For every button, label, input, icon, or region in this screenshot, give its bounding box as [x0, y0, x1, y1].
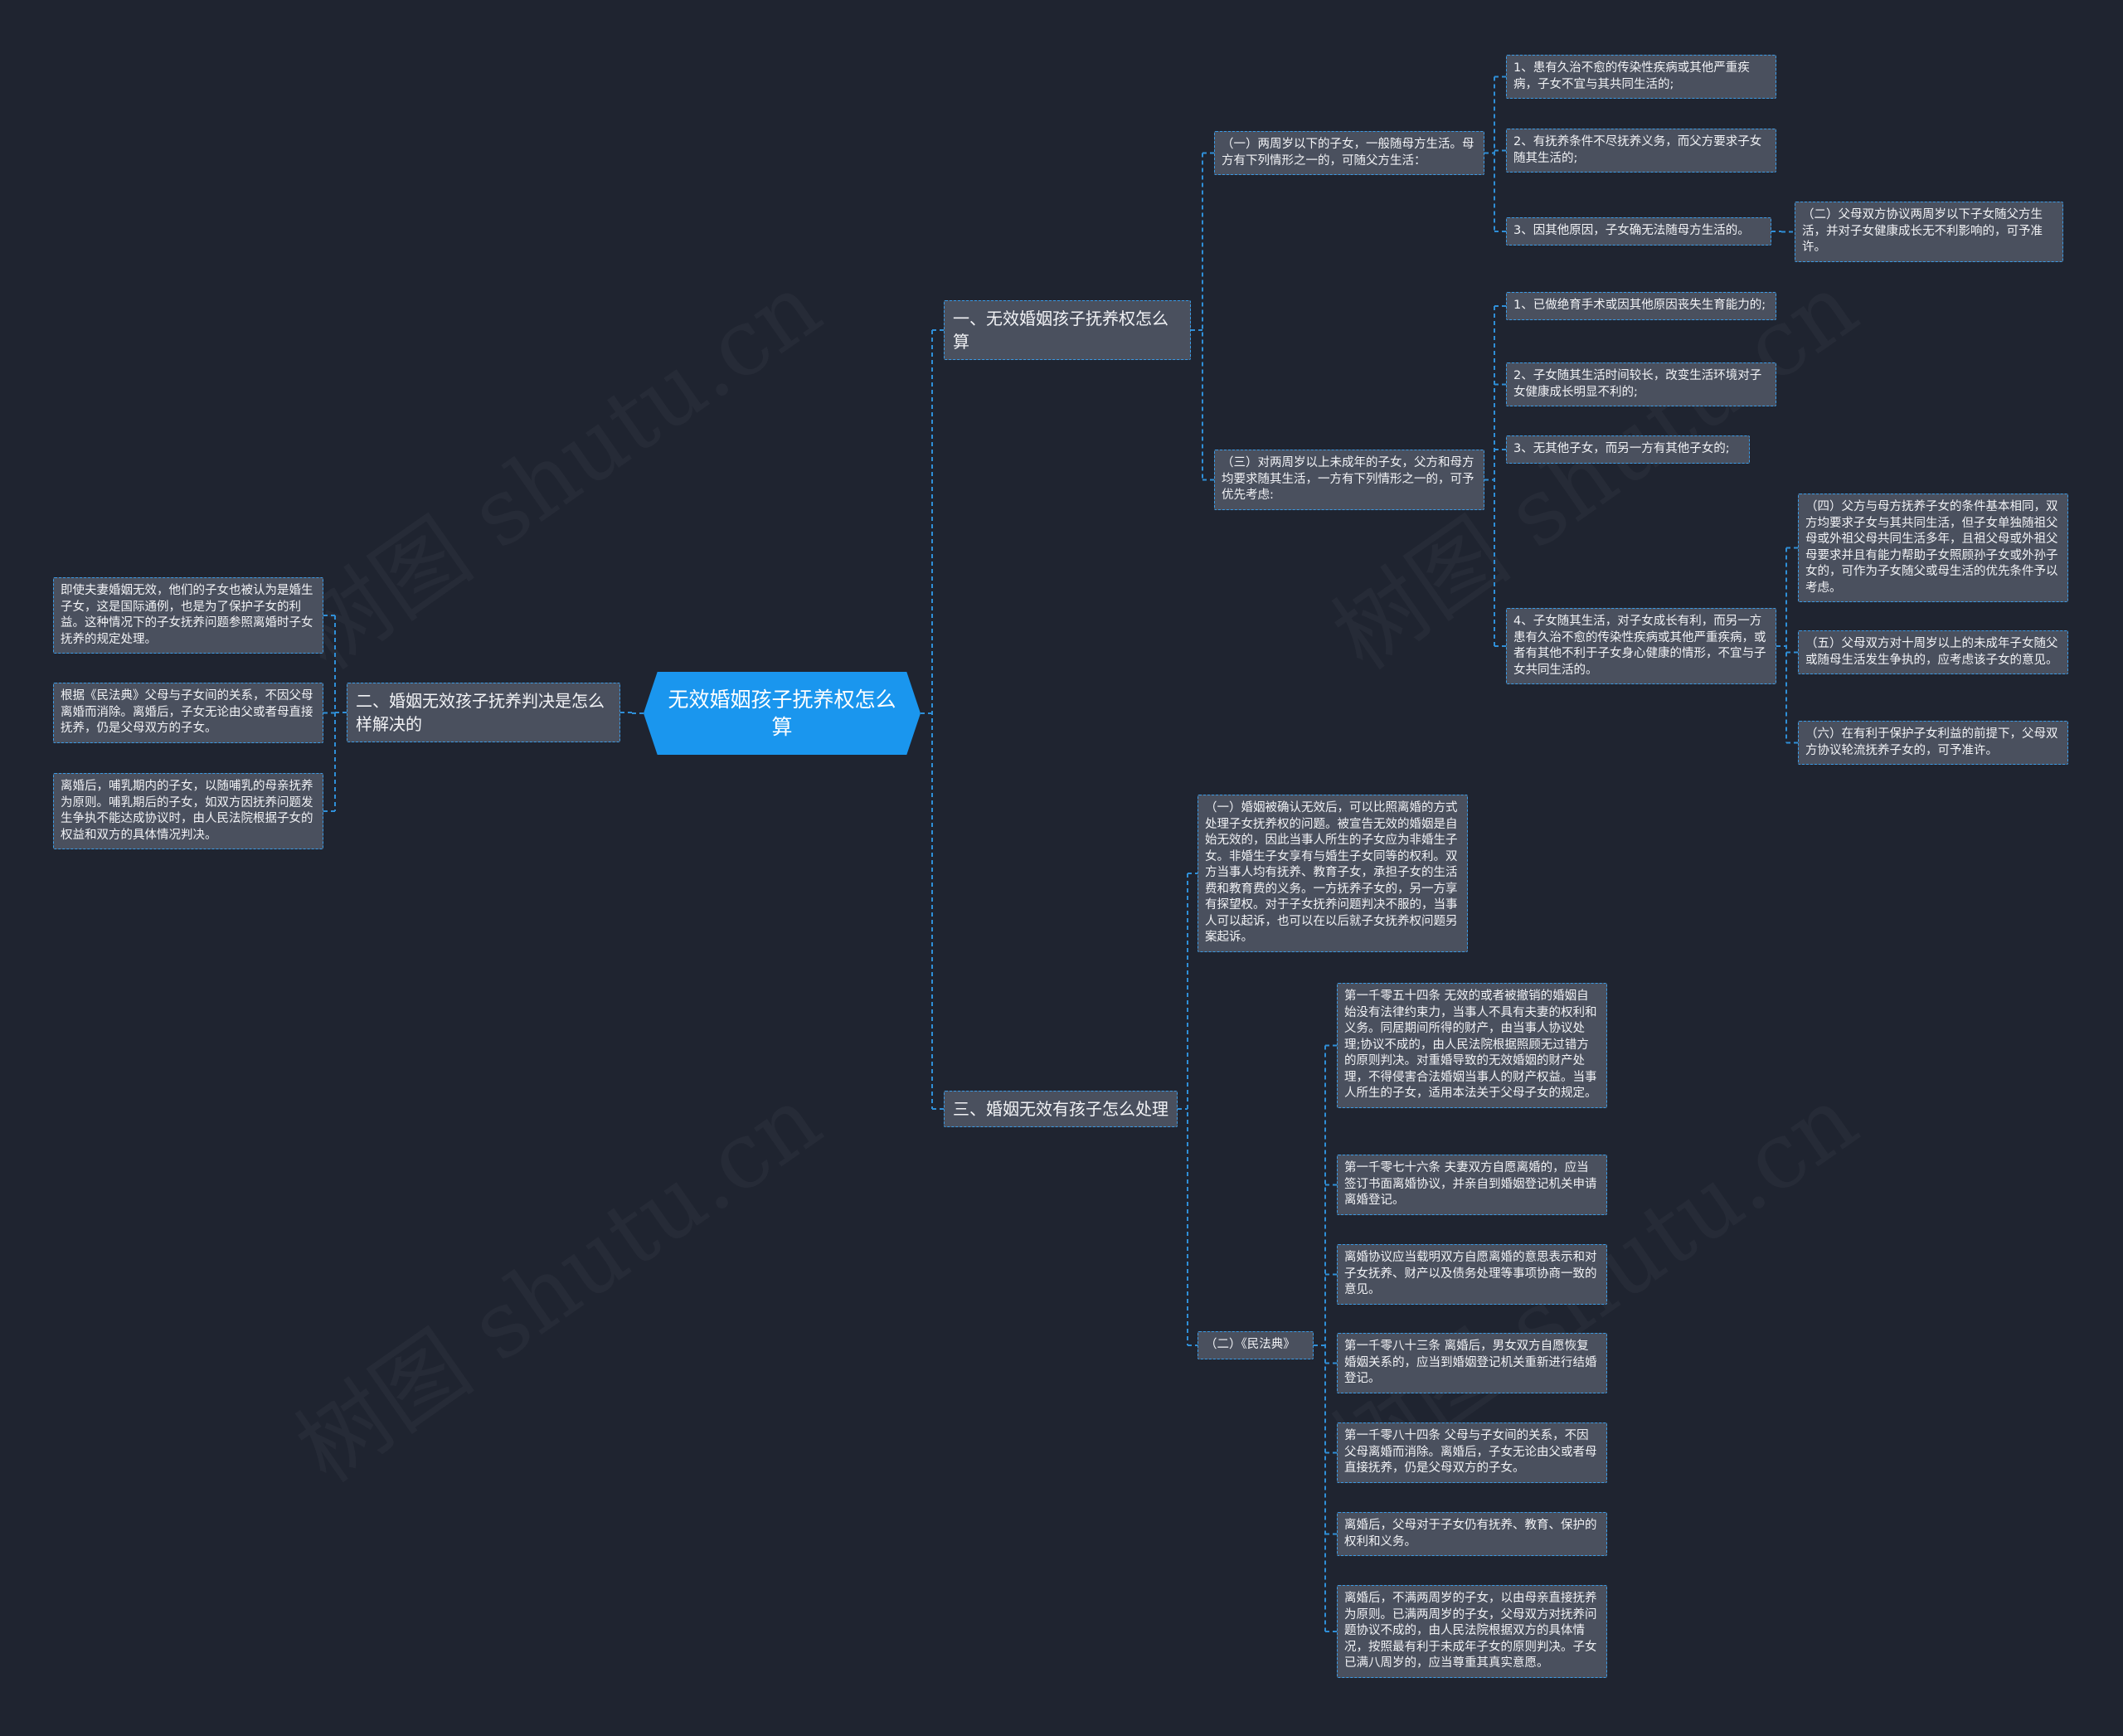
branch-3-law-item-2[interactable]: 第一千零七十六条 夫妻双方自愿离婚的，应当签订书面离婚协议，并亲自到婚姻登记机关…: [1337, 1155, 1607, 1215]
branch-2-title[interactable]: 二、婚姻无效孩子抚养判决是怎么样解决的: [347, 683, 620, 742]
branch-1-sub-3-item-3[interactable]: 3、无其他子女，而另一方有其他子女的;: [1506, 435, 1750, 464]
branch-3-sub-1[interactable]: （一）婚姻被确认无效后，可以比照离婚的方式处理子女抚养权的问题。被宣告无效的婚姻…: [1198, 795, 1468, 952]
branch-1-sub-1-item-3-note[interactable]: （二）父母双方协议两周岁以下子女随父方生活，并对子女健康成长无不利影响的，可予准…: [1795, 202, 2063, 262]
branch-3-law-item-7[interactable]: 离婚后，不满两周岁的子女，以由母亲直接抚养为原则。已满两周岁的子女，父母双方对抚…: [1337, 1585, 1607, 1678]
branch-3-title[interactable]: 三、婚姻无效有孩子怎么处理: [944, 1091, 1178, 1127]
branch-1-sub-3[interactable]: （三）对两周岁以上未成年的子女，父方和母方均要求随其生活，一方有下列情形之一的，…: [1214, 450, 1484, 510]
branch-3-law-item-5[interactable]: 第一千零八十四条 父母与子女间的关系，不因父母离婚而消除。离婚后，子女无论由父或…: [1337, 1422, 1607, 1483]
branch-2-item-3[interactable]: 离婚后，哺乳期内的子女，以随哺乳的母亲抚养为原则。哺乳期后的子女，如双方因抚养问…: [53, 773, 323, 849]
branch-2-item-1[interactable]: 即使夫妻婚姻无效，他们的子女也被认为是婚生子女，这是国际通例，也是为了保护子女的…: [53, 577, 323, 654]
branch-1-sub-3-item-4[interactable]: 4、子女随其生活，对子女成长有利，而另一方患有久治不愈的传染性疾病或其他严重疾病…: [1506, 608, 1776, 684]
branch-1-sub-1-item-2[interactable]: 2、有抚养条件不尽抚养义务，而父方要求子女随其生活的;: [1506, 129, 1776, 173]
watermark: 树图 shutu.cn: [266, 236, 842, 694]
branch-1-sub-3-item-1[interactable]: 1、已做绝育手术或因其他原因丧失生育能力的;: [1506, 292, 1776, 320]
branch-1-title[interactable]: 一、无效婚姻孩子抚养权怎么算: [944, 300, 1191, 360]
branch-1-sub-1[interactable]: （一）两周岁以下的子女，一般随母方生活。母方有下列情形之一的，可随父方生活：: [1214, 131, 1484, 175]
branch-1-sub-3-item-4-note-2[interactable]: （五）父母双方对十周岁以上的未成年子女随父或随母生活发生争执的，应考虑该子女的意…: [1798, 630, 2068, 674]
branch-3-law-item-3[interactable]: 离婚协议应当载明双方自愿离婚的意思表示和对子女抚养、财产以及债务处理等事项协商一…: [1337, 1244, 1607, 1305]
branch-1-sub-1-item-3[interactable]: 3、因其他原因，子女确无法随母方生活的。: [1506, 217, 1771, 246]
branch-3-sub-2[interactable]: （二）《民法典》: [1198, 1331, 1314, 1359]
branch-1-sub-1-item-1[interactable]: 1、患有久治不愈的传染性疾病或其他严重疾病，子女不宜与其共同生活的;: [1506, 55, 1776, 99]
branch-3-law-item-4[interactable]: 第一千零八十三条 离婚后，男女双方自愿恢复婚姻关系的，应当到婚姻登记机关重新进行…: [1337, 1333, 1607, 1393]
branch-1-sub-3-item-4-note-3[interactable]: （六）在有利于保护子女利益的前提下，父母双方协议轮流抚养子女的，可予准许。: [1798, 721, 2068, 765]
branch-2-item-2[interactable]: 根据《民法典》父母与子女间的关系，不因父母离婚而消除。离婚后，子女无论由父或者母…: [53, 683, 323, 743]
root-topic[interactable]: 无效婚姻孩子抚养权怎么算: [644, 672, 921, 755]
branch-1-sub-3-item-4-note-1[interactable]: （四）父方与母方抚养子女的条件基本相同，双方均要求子女与其共同生活，但子女单独随…: [1798, 494, 2068, 602]
branch-3-law-item-1[interactable]: 第一千零五十四条 无效的或者被撤销的婚姻自始没有法律约束力，当事人不具有夫妻的权…: [1337, 983, 1607, 1108]
branch-1-sub-3-item-2[interactable]: 2、子女随其生活时间较长，改变生活环境对子女健康成长明显不利的;: [1506, 362, 1776, 406]
watermark: 树图 shutu.cn: [266, 1048, 842, 1507]
branch-3-law-item-6[interactable]: 离婚后，父母对于子女仍有抚养、教育、保护的权利和义务。: [1337, 1512, 1607, 1556]
